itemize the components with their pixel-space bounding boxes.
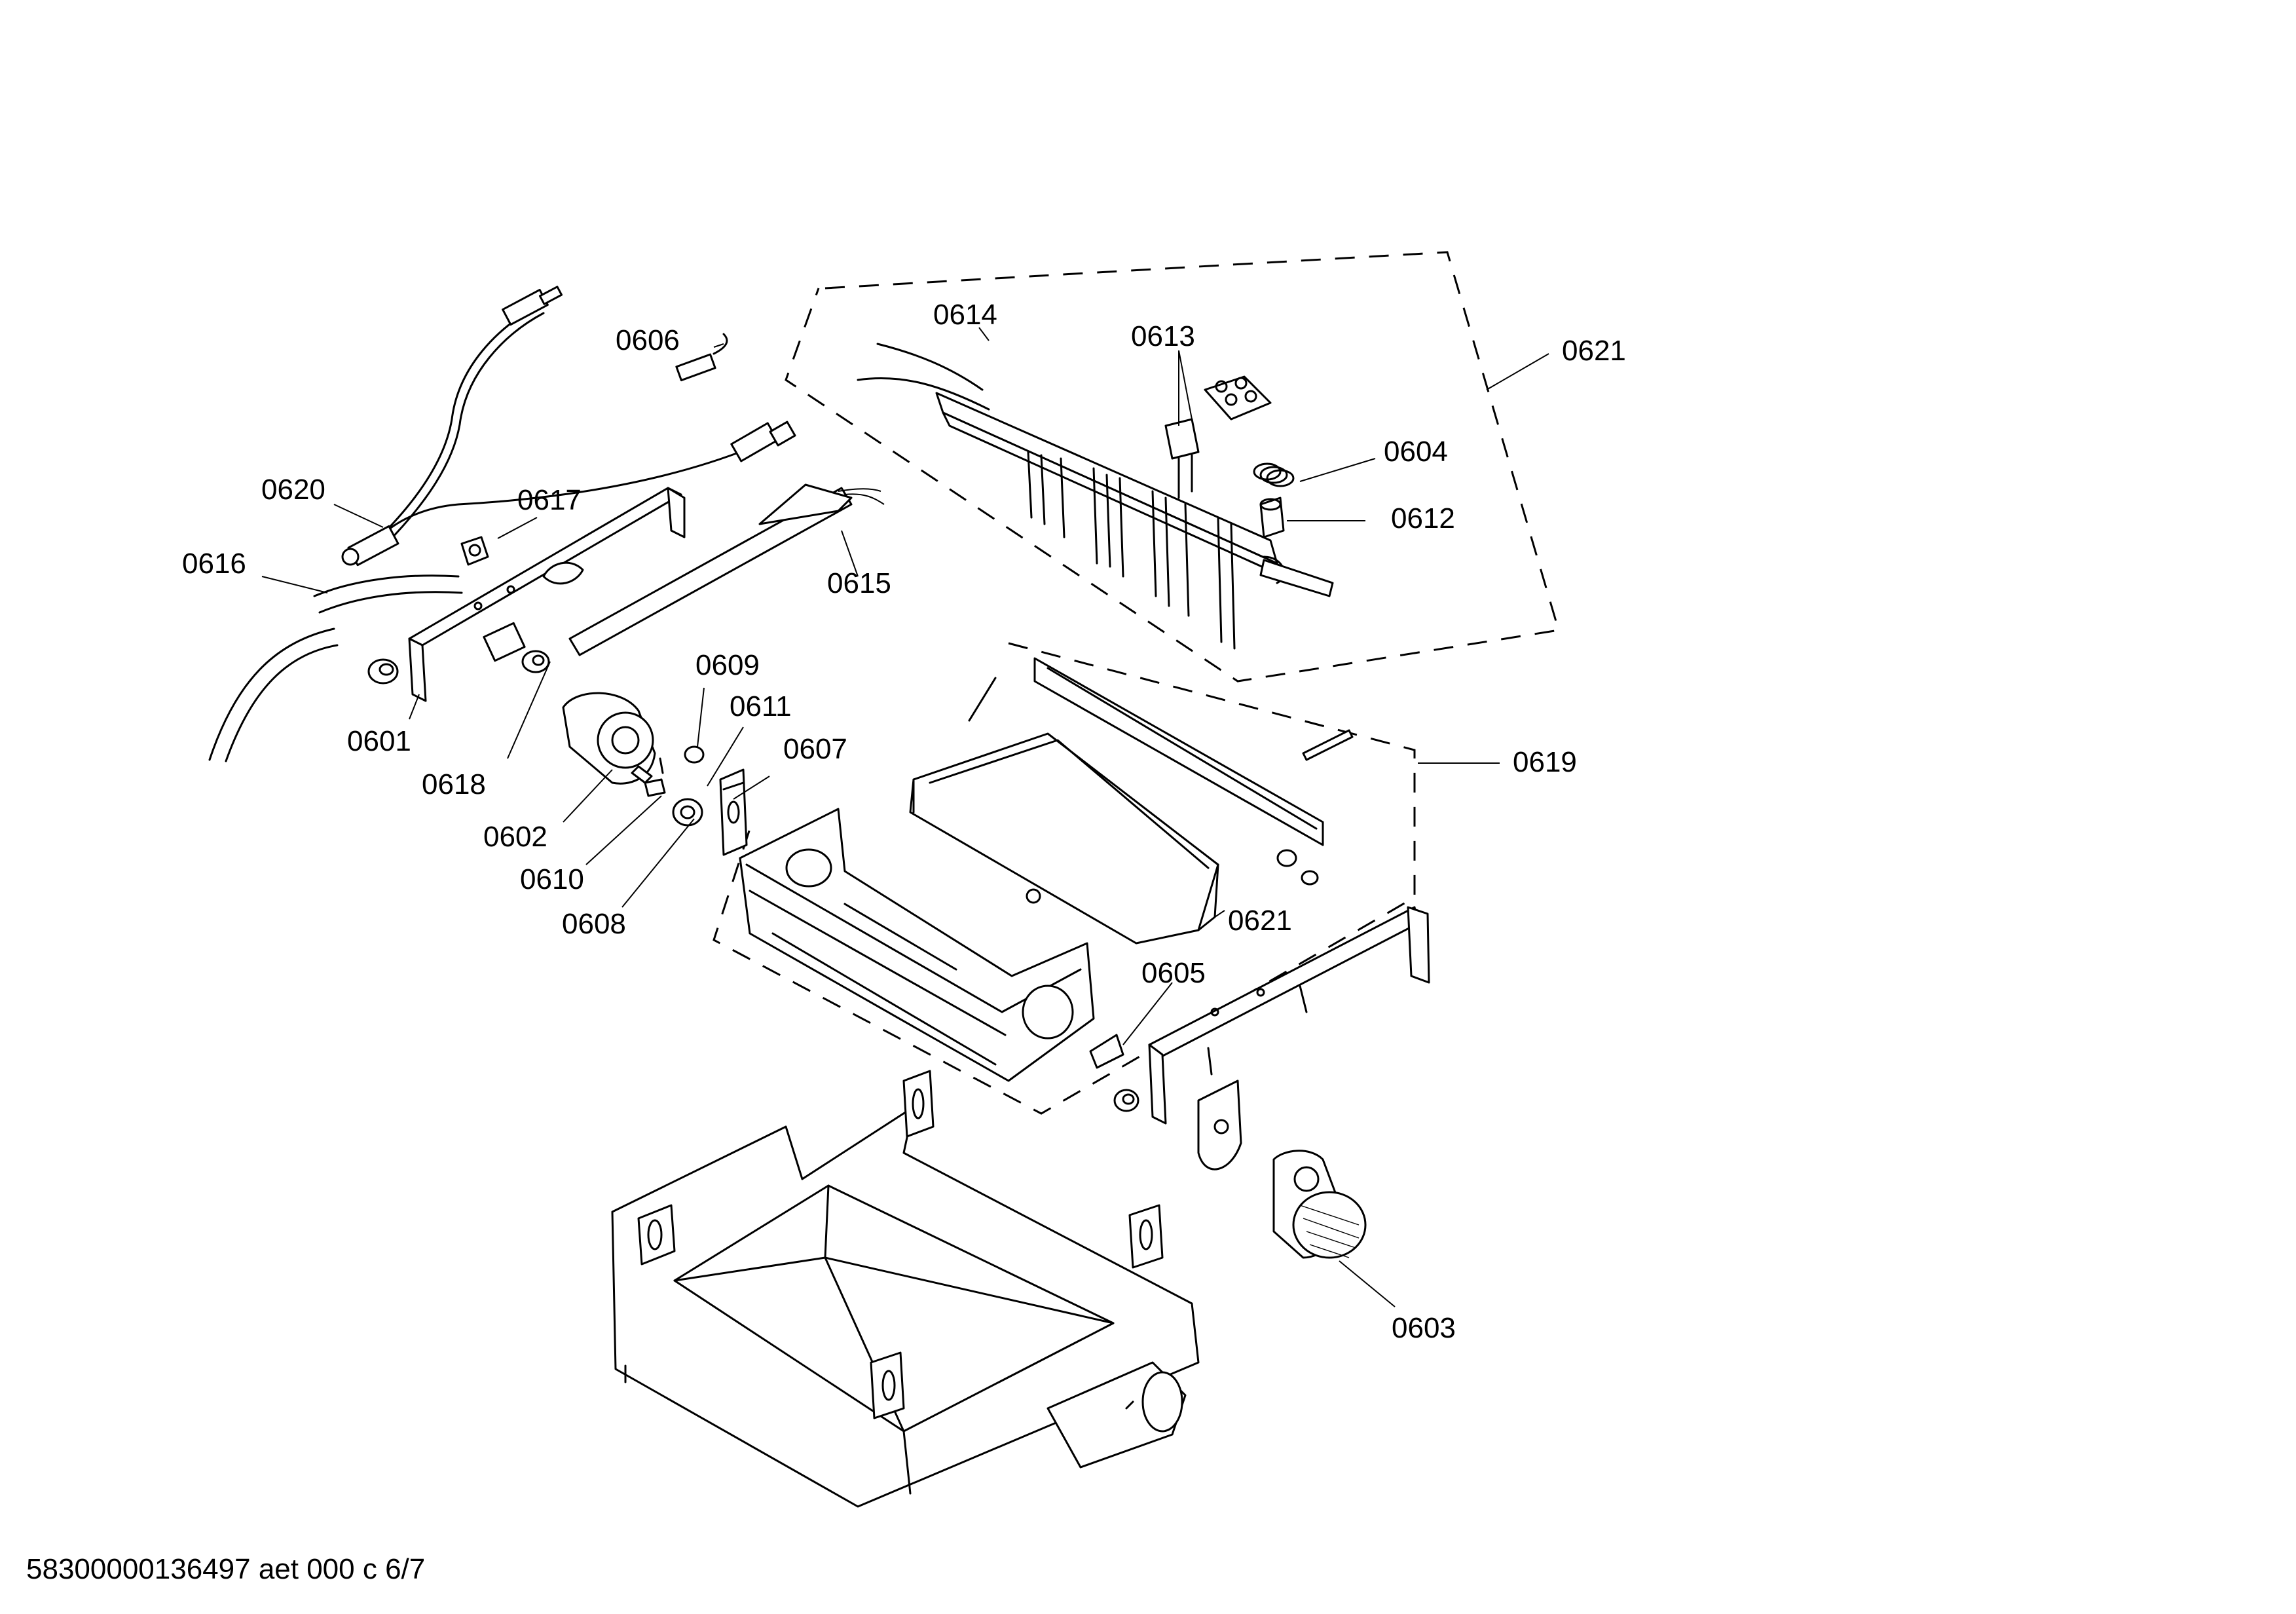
callout-0614: 0614 xyxy=(933,299,997,331)
rail-0615 xyxy=(568,483,885,656)
bracket-right xyxy=(1148,906,1430,1171)
callout-0610: 0610 xyxy=(520,863,584,895)
callout-0621-tray: 0621 xyxy=(1228,905,1292,937)
callout-0611: 0611 xyxy=(730,690,792,723)
callout-0620: 0620 xyxy=(261,474,325,506)
callout-0603: 0603 xyxy=(1392,1312,1456,1344)
part-0606 xyxy=(675,333,728,382)
callout-0616: 0616 xyxy=(182,548,246,580)
tube-0616 xyxy=(208,574,463,762)
bracket-upper-left xyxy=(408,487,686,702)
grommet-0618 xyxy=(521,650,550,673)
callout-0613: 0613 xyxy=(1131,320,1195,352)
callout-0612: 0612 xyxy=(1391,502,1455,535)
callout-0605: 0605 xyxy=(1141,957,1206,989)
clip-0605 xyxy=(1089,1034,1139,1112)
callout-0609: 0609 xyxy=(695,649,760,681)
heater-pins xyxy=(1027,451,1236,650)
document-id-footer: 58300000136497 aet 000 c 6/7 xyxy=(26,1553,425,1585)
callout-labels: 0601 0602 0603 0604 0605 0606 0607 0608 … xyxy=(182,299,1626,1344)
frame-0607 xyxy=(739,808,1095,1082)
callout-0619: 0619 xyxy=(1513,746,1577,778)
callout-0615: 0615 xyxy=(827,567,891,599)
tray-0621 xyxy=(909,732,1219,945)
callout-0608: 0608 xyxy=(562,908,626,940)
base-housing xyxy=(611,1070,1200,1508)
callout-0618: 0618 xyxy=(422,768,486,800)
callout-0617: 0617 xyxy=(517,484,582,516)
spring-0604 xyxy=(1253,462,1295,487)
callout-0621-top: 0621 xyxy=(1562,335,1626,367)
sensor-0612 xyxy=(1259,497,1285,538)
rail-0619 xyxy=(968,657,1354,886)
cable-0620 xyxy=(341,286,796,567)
callout-0606: 0606 xyxy=(616,324,680,356)
thermostat-0603 xyxy=(1272,1150,1367,1259)
callout-0607: 0607 xyxy=(783,733,847,765)
callout-0601: 0601 xyxy=(347,725,411,757)
motor-0602 xyxy=(562,692,656,785)
callout-0604: 0604 xyxy=(1384,436,1448,468)
terminal-0613 xyxy=(1164,375,1272,499)
heater-0614 xyxy=(857,343,1334,650)
leader-lines xyxy=(261,327,1549,1307)
clip-0617 xyxy=(460,536,489,566)
grommet-0601 xyxy=(367,658,399,685)
group-outline-0621 xyxy=(785,251,1560,683)
callout-0602: 0602 xyxy=(483,821,547,853)
small-parts-cluster xyxy=(644,745,748,856)
